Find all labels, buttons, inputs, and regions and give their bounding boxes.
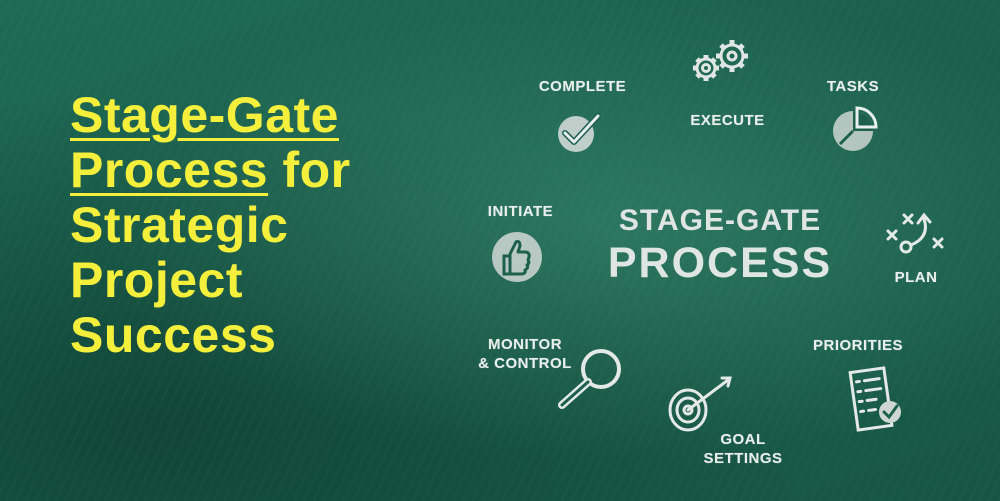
pie-chart-icon (830, 104, 880, 154)
label-priorities: PRIORITIES (812, 337, 903, 354)
strategy-play-icon (884, 205, 948, 255)
diagram-center-title: STAGE-GATE PROCESS (590, 203, 850, 287)
headline-line-1: Stage-Gate (70, 87, 339, 143)
headline-process-underlined: Process (70, 142, 269, 198)
checklist-icon (848, 366, 908, 436)
center-title-line-2: PROCESS (607, 239, 833, 287)
label-monitor-line-1: MONITOR (487, 336, 563, 353)
checkmark-circle-icon (556, 110, 606, 156)
headline-line-3: Strategic (70, 197, 289, 253)
headline-line-5: Success (70, 307, 277, 363)
label-goal-line-1: GOAL (720, 431, 766, 448)
headline-line-2: Process for (70, 143, 450, 198)
magnifier-icon (556, 345, 626, 411)
label-initiate: INITIATE (487, 203, 554, 220)
headline-line-4: Project (70, 252, 244, 308)
label-execute: EXECUTE (690, 112, 765, 129)
label-monitor-line-2: & CONTROL (478, 355, 572, 372)
label-plan: PLAN (894, 269, 938, 286)
thumbs-up-icon (490, 230, 544, 284)
label-goal-line-2: SETTINGS (703, 450, 783, 467)
gears-icon (688, 38, 754, 88)
label-goal-settings: GOAL SETTINGS (693, 430, 793, 468)
headline: Stage-Gate Process for Strategic Project… (70, 88, 450, 363)
center-title-line-1: STAGE-GATE (618, 204, 822, 237)
label-monitor-control: MONITOR & CONTROL (465, 335, 585, 373)
label-tasks: TASKS (826, 78, 880, 95)
target-arrow-icon (666, 372, 740, 436)
label-complete: COMPLETE (538, 78, 627, 95)
headline-for: for (268, 142, 351, 198)
